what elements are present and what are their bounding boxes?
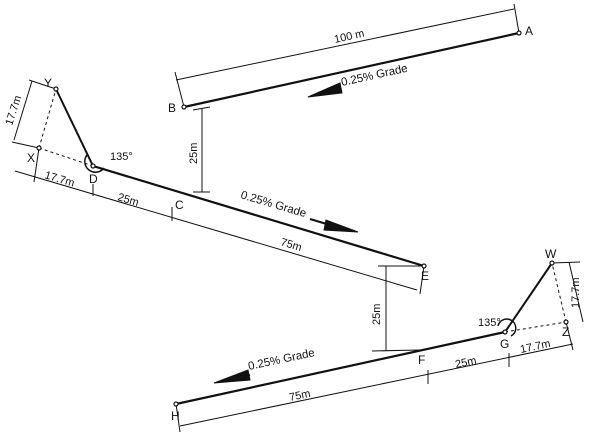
dim-text-zw: 17.7m <box>570 277 582 308</box>
dim-text-ce: 75m <box>279 236 303 254</box>
label-y: Y <box>44 76 52 90</box>
label-c: C <box>175 198 184 212</box>
marker-d <box>90 163 96 169</box>
dim-text-gz: 17.7m <box>519 338 551 356</box>
marker-e <box>421 263 427 269</box>
angle-text-g: 135° <box>478 317 501 329</box>
arrow-middle-head <box>323 219 359 233</box>
marker-w <box>549 260 555 266</box>
ext-y-left <box>28 79 57 90</box>
label-g: G <box>500 337 509 351</box>
label-w: W <box>545 247 557 261</box>
label-x: X <box>27 151 35 165</box>
marker-y <box>53 86 59 92</box>
dim-line-ab <box>175 8 515 81</box>
line-g-h <box>175 330 506 406</box>
grade-text-top: 0.25% Grade <box>340 63 409 89</box>
marker-h <box>173 401 179 407</box>
line-a-b <box>183 31 520 109</box>
marker-b <box>181 104 187 110</box>
label-d: D <box>89 172 98 186</box>
label-e: E <box>421 269 429 283</box>
dash-x-y <box>38 88 57 149</box>
dim-text-xy: 17.7m <box>3 94 24 127</box>
angle-text-d: 135° <box>110 151 133 163</box>
grade-text-middle: 0.25% Grade <box>239 189 307 220</box>
label-a: A <box>525 24 533 38</box>
line-d-e <box>92 164 425 268</box>
label-z: Z <box>562 325 569 339</box>
marker-x <box>36 145 42 151</box>
dim-text-bc: 25m <box>188 143 200 164</box>
ext-x-left <box>11 141 40 149</box>
dim-line-zw <box>568 261 584 323</box>
dim-line-xy <box>13 80 33 141</box>
grade-text-bottom: 0.25% Grade <box>247 347 316 373</box>
marker-g <box>502 329 508 335</box>
ext-e-down <box>419 265 425 295</box>
arrow-top-head <box>307 82 343 98</box>
ext-a <box>513 3 520 34</box>
ext-w-right <box>551 261 581 264</box>
dim-text-hf: 75m <box>288 388 311 404</box>
dim-cap-f <box>371 349 421 352</box>
label-h: H <box>171 409 180 423</box>
line-d-y <box>55 88 94 167</box>
label-f: F <box>418 353 425 367</box>
ext-z-down <box>565 321 574 351</box>
angle-arc-g <box>497 318 517 337</box>
dim-line-hz <box>179 343 574 427</box>
dim-line-xe <box>14 170 418 291</box>
ext-b <box>174 71 185 108</box>
angle-arc-d <box>84 154 105 173</box>
dash-z-w <box>551 262 567 323</box>
dim-text-fg: 25m <box>454 355 477 371</box>
dim-text-dc: 25m <box>116 191 140 209</box>
ext-h-down <box>175 403 181 433</box>
marker-z <box>563 319 569 325</box>
dash-g-z <box>504 321 567 333</box>
arrow-bottom-head <box>213 369 251 384</box>
marker-a <box>516 30 522 36</box>
dim-cap-b <box>192 106 211 111</box>
dim-text-xd: 17.7m <box>43 169 76 189</box>
dim-text-ef: 25m <box>371 304 383 325</box>
label-b: B <box>168 101 176 115</box>
ext-x-down <box>33 147 40 183</box>
